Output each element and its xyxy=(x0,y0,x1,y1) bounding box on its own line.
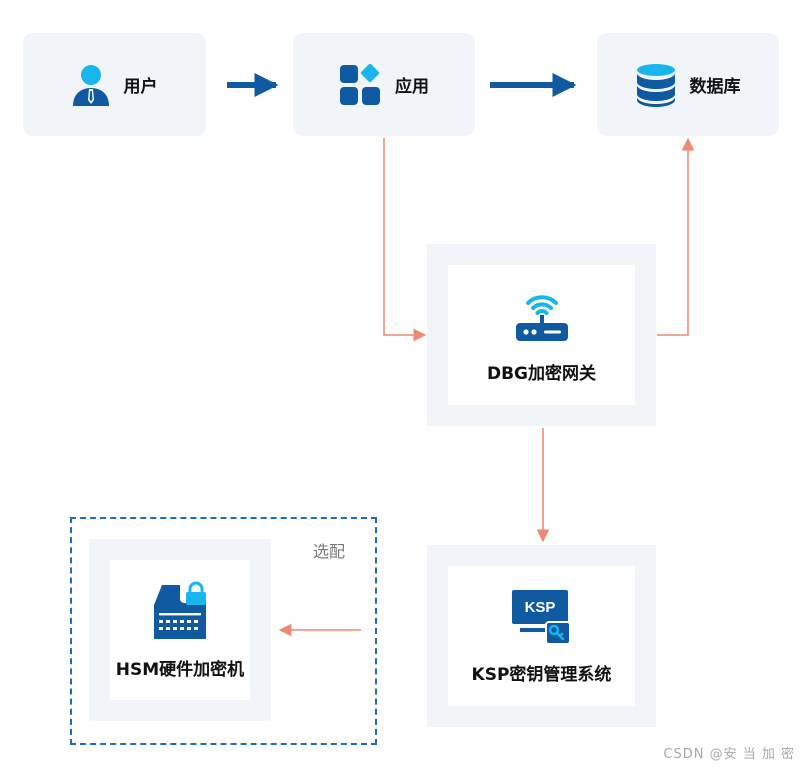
user-label: 用户 xyxy=(123,77,158,97)
ksp-label: KSP密钥管理系统 xyxy=(471,664,612,685)
user-node: 用户 xyxy=(23,33,206,136)
database-icon xyxy=(636,63,675,107)
hsm-label: HSM硬件加密机 xyxy=(115,659,245,680)
app-label: 应用 xyxy=(395,77,429,97)
optional-label: 选配 xyxy=(313,542,346,561)
gateway-label: DBG加密网关 xyxy=(486,363,597,384)
apps-grid-icon xyxy=(340,63,380,105)
ksp-badge: KSP xyxy=(524,599,555,616)
hsm-lock-device-icon xyxy=(154,581,206,639)
router-wifi-icon xyxy=(515,294,568,341)
watermark: CSDN @安 当 加 密 xyxy=(663,747,795,762)
ksp-monitor-key-icon: KSP xyxy=(511,589,571,645)
hsm-node: HSM硬件加密机 xyxy=(89,539,271,721)
arrow-app-to-gateway xyxy=(383,138,427,342)
gateway-node: DBG加密网关 xyxy=(427,244,656,426)
app-node: 应用 xyxy=(293,33,475,136)
database-label: 数据库 xyxy=(689,77,741,97)
arrow-gateway-to-database xyxy=(657,137,695,336)
database-node: 数据库 xyxy=(597,33,779,136)
user-icon xyxy=(72,64,109,106)
ksp-node: KSP KSP密钥管理系统 xyxy=(427,545,656,727)
optional-group-border xyxy=(70,517,377,745)
